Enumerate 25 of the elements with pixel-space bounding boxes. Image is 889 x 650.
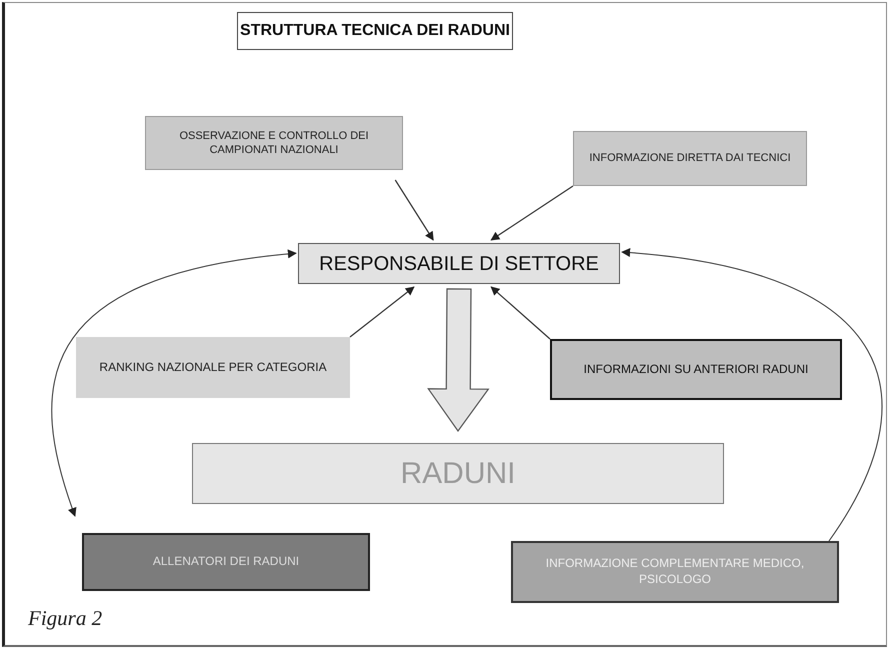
arrow <box>52 250 297 517</box>
box-text: RESPONSABILE DI SETTORE <box>319 252 599 276</box>
arrow <box>490 286 550 340</box>
figure-caption: Figura 2 <box>28 606 102 631</box>
arrow <box>490 186 574 240</box>
box-text: OSSERVAZIONE E CONTROLLO DEI CAMPIONATI NAZIONALI <box>178 128 370 158</box>
process-box <box>76 337 350 398</box>
box-text: RADUNI <box>400 456 516 492</box>
block-arrow <box>427 288 490 432</box>
title-box: STRUTTURA TECNICA DEI RADUNI <box>237 12 513 50</box>
arrow <box>621 248 882 542</box>
process-box <box>192 443 724 504</box>
box-text: RANKING NAZIONALE PER CATEGORIA <box>99 360 327 376</box>
box-text: ALLENATORI DEI RADUNI <box>152 554 300 570</box>
arrow <box>350 286 415 338</box>
process-box <box>511 541 839 603</box>
arrow <box>394 180 434 241</box>
process-box <box>573 131 807 186</box>
box-text: INFORMAZIONE COMPLEMENTARE MEDICO, PSICOLOGO <box>544 556 806 588</box>
box-text: INFORMAZIONE DIRETTA DAI TECNICI <box>589 151 791 166</box>
box-text: INFORMAZIONI SU ANTERIORI RADUNI <box>584 362 808 378</box>
process-box <box>82 533 370 591</box>
process-box <box>298 243 620 284</box>
process-box <box>145 116 403 170</box>
process-box <box>550 339 842 400</box>
